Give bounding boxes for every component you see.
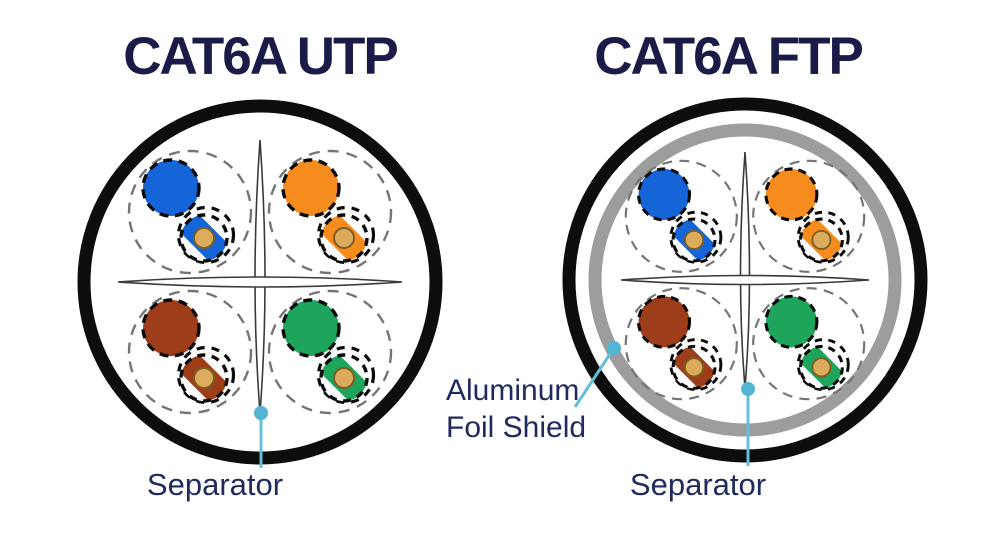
- ftp-cross-section: [562, 97, 928, 463]
- foil-shield-leader-line: [573, 347, 616, 408]
- utp-separator-label: Separator: [146, 467, 284, 502]
- foil-shield-leader-dot: [607, 341, 621, 355]
- ftp-title: CAT6A FTP: [594, 27, 864, 86]
- ftp-foil-shield-ring: [588, 123, 902, 437]
- utp-separator-horizontal-blade: [117, 276, 403, 288]
- utp-title: CAT6A UTP: [123, 27, 398, 86]
- ftp-separator-label: Separator: [629, 467, 767, 502]
- utp-separator-leader-dot: [254, 406, 268, 420]
- foil-shield-label-line1: Aluminum: [446, 374, 580, 407]
- foil-shield-label-line2: Foil Shield: [446, 411, 587, 444]
- ftp-separator-leader-dot: [741, 382, 755, 396]
- ftp-separator-horizontal-blade: [620, 274, 870, 286]
- utp-cross-section: [77, 99, 443, 465]
- foil-shield-label: Aluminum Foil Shield: [446, 372, 586, 446]
